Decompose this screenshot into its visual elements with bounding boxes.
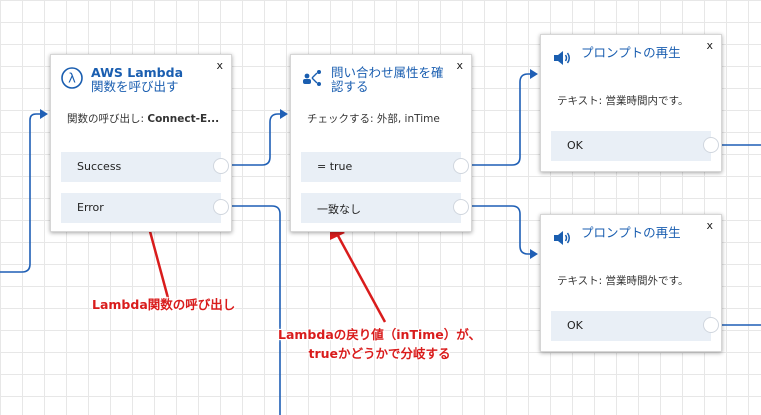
- branch-true[interactable]: = true: [301, 152, 469, 182]
- block-header: プロンプトの再生 x: [541, 215, 721, 257]
- block-title: 問い合わせ属性を確 認する: [331, 66, 449, 94]
- block-description: 関数の呼び出し: Connect-E...: [67, 111, 221, 126]
- annotation-line-2: trueかどうかで分岐する: [308, 346, 451, 361]
- branch-label: 一致なし: [317, 203, 361, 216]
- branch-port[interactable]: [213, 199, 229, 215]
- block-description: テキスト: 営業時間内です。: [557, 95, 689, 107]
- arrowhead-prompt-open: [530, 69, 538, 79]
- annotation-arrow-lambda: [146, 223, 170, 299]
- block-title: プロンプトの再生: [581, 45, 681, 60]
- branch-success[interactable]: Success: [61, 152, 229, 182]
- close-button[interactable]: x: [706, 39, 713, 52]
- block-header: 問い合わせ属性を確 認する x: [291, 55, 471, 97]
- svg-text:λ: λ: [68, 72, 76, 87]
- annotation-arrow-return-value: [334, 231, 387, 323]
- lambda-icon: λ: [61, 67, 83, 89]
- branch-error[interactable]: Error: [61, 193, 229, 223]
- connector-error-down: [230, 205, 281, 415]
- connector-success-to-check: [230, 113, 282, 166]
- block-header: λ AWS Lambda 関数を呼び出す x: [51, 55, 231, 97]
- block-description: チェックする: 外部, inTime: [307, 113, 440, 125]
- annotation-return-value: Lambdaの戻り値（inTime）が、 trueかどうかで分岐する: [278, 325, 481, 363]
- connector-nomatch-to-prompt-closed: [470, 205, 532, 255]
- close-button[interactable]: x: [706, 219, 713, 232]
- speaker-icon: [554, 51, 570, 65]
- branch-label: Error: [77, 201, 104, 214]
- annotation-lambda-call: Lambda関数の呼び出し: [92, 297, 236, 312]
- arrowhead-prompt-closed: [530, 249, 538, 259]
- close-button[interactable]: x: [456, 59, 463, 72]
- branch-ok[interactable]: OK: [551, 131, 719, 161]
- description-value: Connect-E...: [147, 113, 220, 125]
- branch-ok[interactable]: OK: [551, 311, 719, 341]
- branch-port[interactable]: [453, 158, 469, 174]
- block-description: テキスト: 営業時間外です。: [557, 275, 689, 287]
- prompt-closed-block[interactable]: プロンプトの再生 x テキスト: 営業時間外です。 OK: [540, 214, 722, 352]
- branch-no-match[interactable]: 一致なし: [301, 193, 469, 223]
- title-line-1: AWS Lambda: [91, 65, 184, 80]
- prompt-open-block[interactable]: プロンプトの再生 x テキスト: 営業時間内です。 OK: [540, 34, 722, 172]
- title-line-1: 問い合わせ属性を確: [331, 65, 444, 80]
- check-attributes-block[interactable]: 問い合わせ属性を確 認する x チェックする: 外部, inTime = tru…: [290, 54, 472, 232]
- block-title: プロンプトの再生: [581, 225, 681, 240]
- title-line-2: 認する: [331, 79, 369, 94]
- block-header: プロンプトの再生 x: [541, 35, 721, 77]
- connector-true-to-prompt-open: [470, 73, 532, 166]
- branch-port[interactable]: [703, 317, 719, 333]
- description-prefix: 関数の呼び出し:: [67, 113, 148, 125]
- branch-label: OK: [567, 139, 583, 152]
- branch-label: OK: [567, 319, 583, 332]
- title-line-2: 関数を呼び出す: [91, 79, 179, 94]
- arrowhead-lambda: [40, 109, 48, 119]
- branch-label: Success: [77, 160, 122, 173]
- branch-port[interactable]: [213, 158, 229, 174]
- branch-port[interactable]: [453, 199, 469, 215]
- close-button[interactable]: x: [216, 59, 223, 72]
- branch-label: = true: [317, 160, 353, 173]
- branch-port[interactable]: [703, 137, 719, 153]
- block-title: AWS Lambda 関数を呼び出す: [91, 66, 209, 94]
- lambda-block[interactable]: λ AWS Lambda 関数を呼び出す x 関数の呼び出し: Connect-…: [50, 54, 232, 232]
- branch-icon: [303, 70, 321, 86]
- connector-into-lambda: [0, 113, 42, 273]
- arrowhead-check: [280, 109, 288, 119]
- annotation-line-1: Lambdaの戻り値（inTime）が、: [278, 327, 482, 342]
- speaker-icon: [554, 231, 570, 245]
